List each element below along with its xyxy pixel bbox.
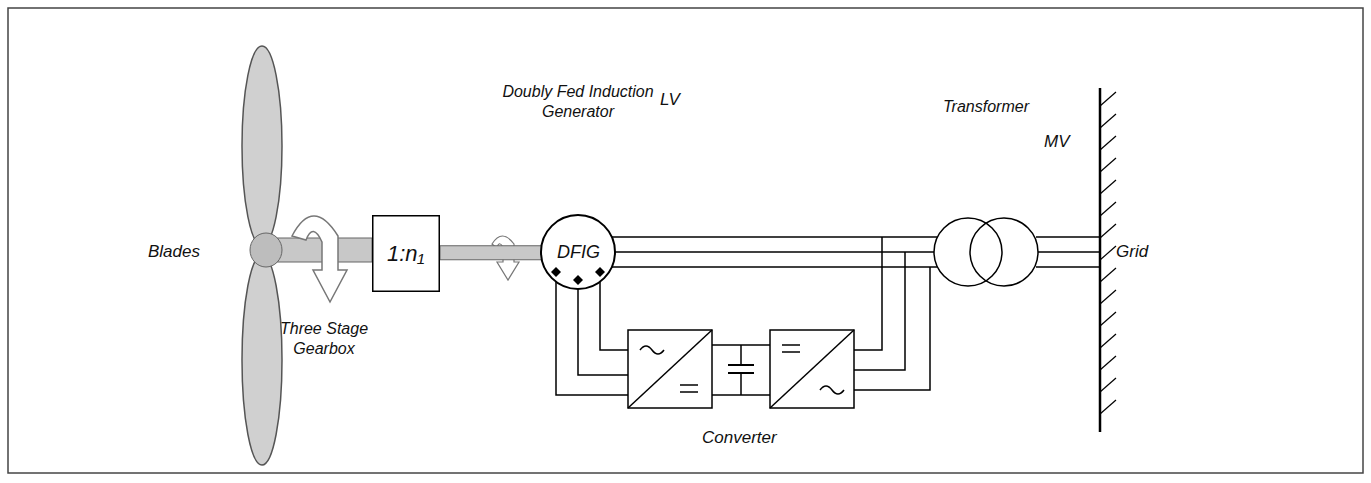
- frame: [8, 8, 1363, 473]
- three-phase-line: [612, 237, 938, 267]
- hatch-stroke: [1100, 158, 1116, 172]
- hatch-stroke: [1100, 246, 1116, 260]
- hatch-stroke: [1100, 312, 1116, 326]
- rotor-terminal: [551, 267, 561, 277]
- shaft-body: [440, 246, 542, 260]
- node-label: Transformer: [921, 97, 1051, 117]
- node-label: DFIG: [557, 241, 600, 264]
- hatch-stroke: [1100, 136, 1116, 150]
- gearbox-box: 1:n₁Three Stage Gearbox: [372, 215, 440, 292]
- hatch-stroke: [1100, 114, 1116, 128]
- part-label: Converter: [702, 428, 777, 448]
- node-heading: Doubly Fed Induction Generator: [498, 82, 658, 122]
- rotor-wires: [556, 274, 628, 395]
- winding-circle: [934, 218, 1002, 286]
- transformer-symbol-outline: [933, 217, 1039, 287]
- part-label: Grid: [1116, 242, 1148, 262]
- hatch-stroke: [1100, 334, 1116, 348]
- hatch-stroke: [1100, 224, 1116, 238]
- hatch-stroke: [1100, 202, 1116, 216]
- rotation-arrow: [292, 216, 347, 302]
- blade: [242, 46, 282, 246]
- hatch-stroke: [1100, 356, 1116, 370]
- hatch-stroke: [1100, 268, 1116, 282]
- blade: [242, 255, 282, 465]
- hatch-stroke: [1100, 400, 1116, 414]
- circle-outline: [541, 215, 615, 289]
- winding-circle: [970, 218, 1038, 286]
- node-label: 1:n₁: [387, 240, 425, 268]
- box-outline: [373, 216, 440, 292]
- rotor-terminal: [573, 275, 583, 285]
- phase-wire: [612, 266, 938, 268]
- transformer-symbol: Transformer: [933, 217, 1039, 287]
- converter-symbol: [628, 237, 930, 408]
- drive-shaft: [440, 246, 542, 260]
- node-heading: Three Stage Gearbox: [276, 319, 372, 359]
- phase-wire: [615, 251, 934, 253]
- phase-wire: [612, 236, 938, 238]
- voltage-label: LV: [660, 90, 680, 110]
- voltage-label: MV: [1044, 132, 1070, 152]
- hatch-stroke: [1100, 92, 1116, 106]
- grid-hatching: [1100, 92, 1116, 414]
- part-label: Blades: [148, 242, 200, 262]
- hatch-stroke: [1100, 378, 1116, 392]
- rotor-terminal: [595, 267, 605, 277]
- generator-circle: DFIGDoubly Fed Induction Generator: [540, 214, 616, 290]
- hub: [250, 233, 282, 267]
- hatch-stroke: [1100, 180, 1116, 194]
- hatch-stroke: [1100, 290, 1116, 304]
- mv-lines: [1036, 237, 1100, 267]
